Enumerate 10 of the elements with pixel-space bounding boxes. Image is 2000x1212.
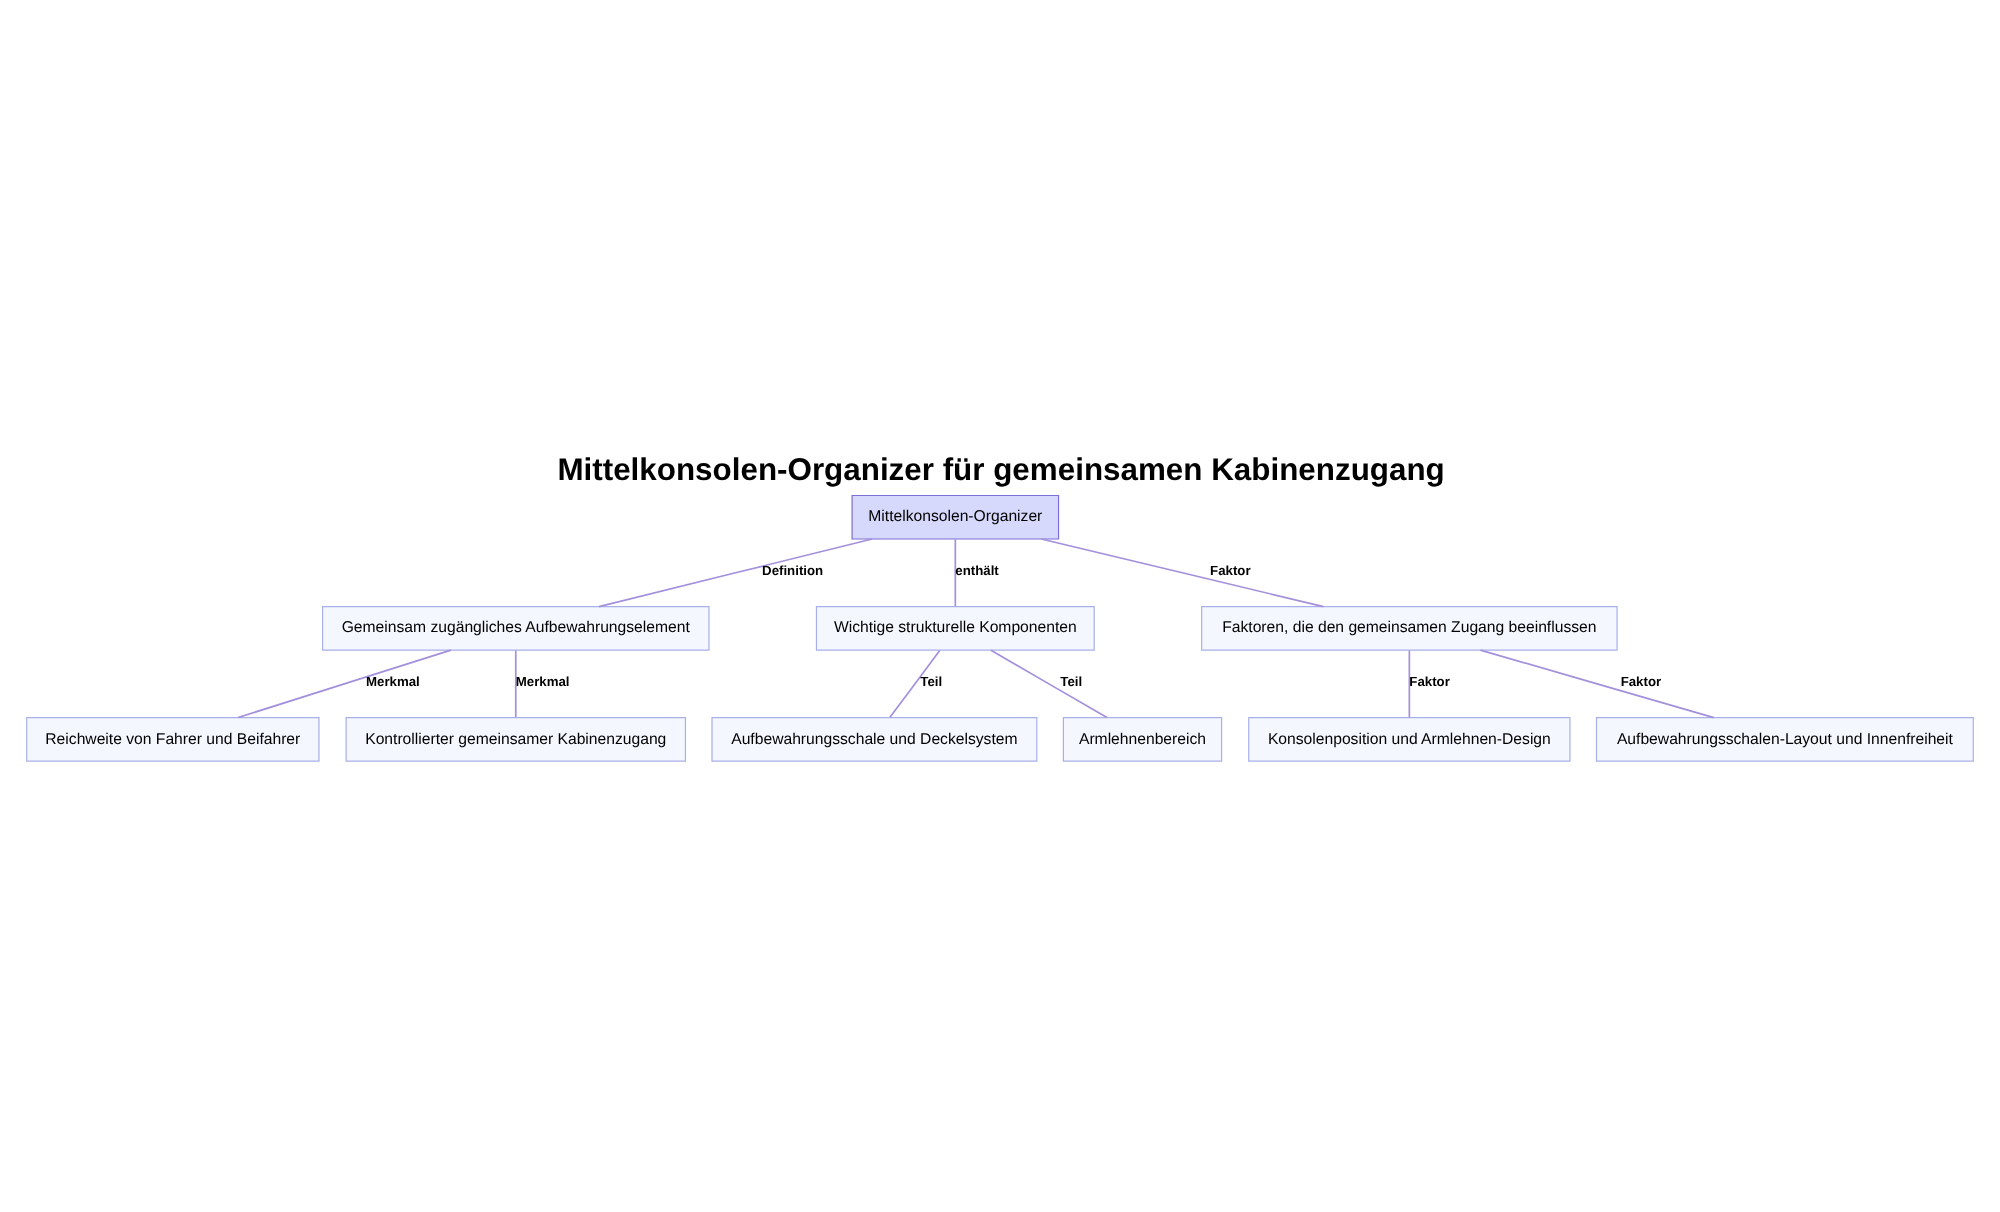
connector [1040,538,1325,608]
connector [954,538,957,608]
connector [598,538,873,608]
connector [889,649,941,719]
connector [1408,649,1411,719]
diagram-title: Mittelkonsolen-Organizer für gemeinsamen Kabinenzugang [557,453,1445,488]
connector [514,649,517,719]
connector [237,649,452,719]
connector [990,649,1108,719]
connector [1479,649,1715,719]
